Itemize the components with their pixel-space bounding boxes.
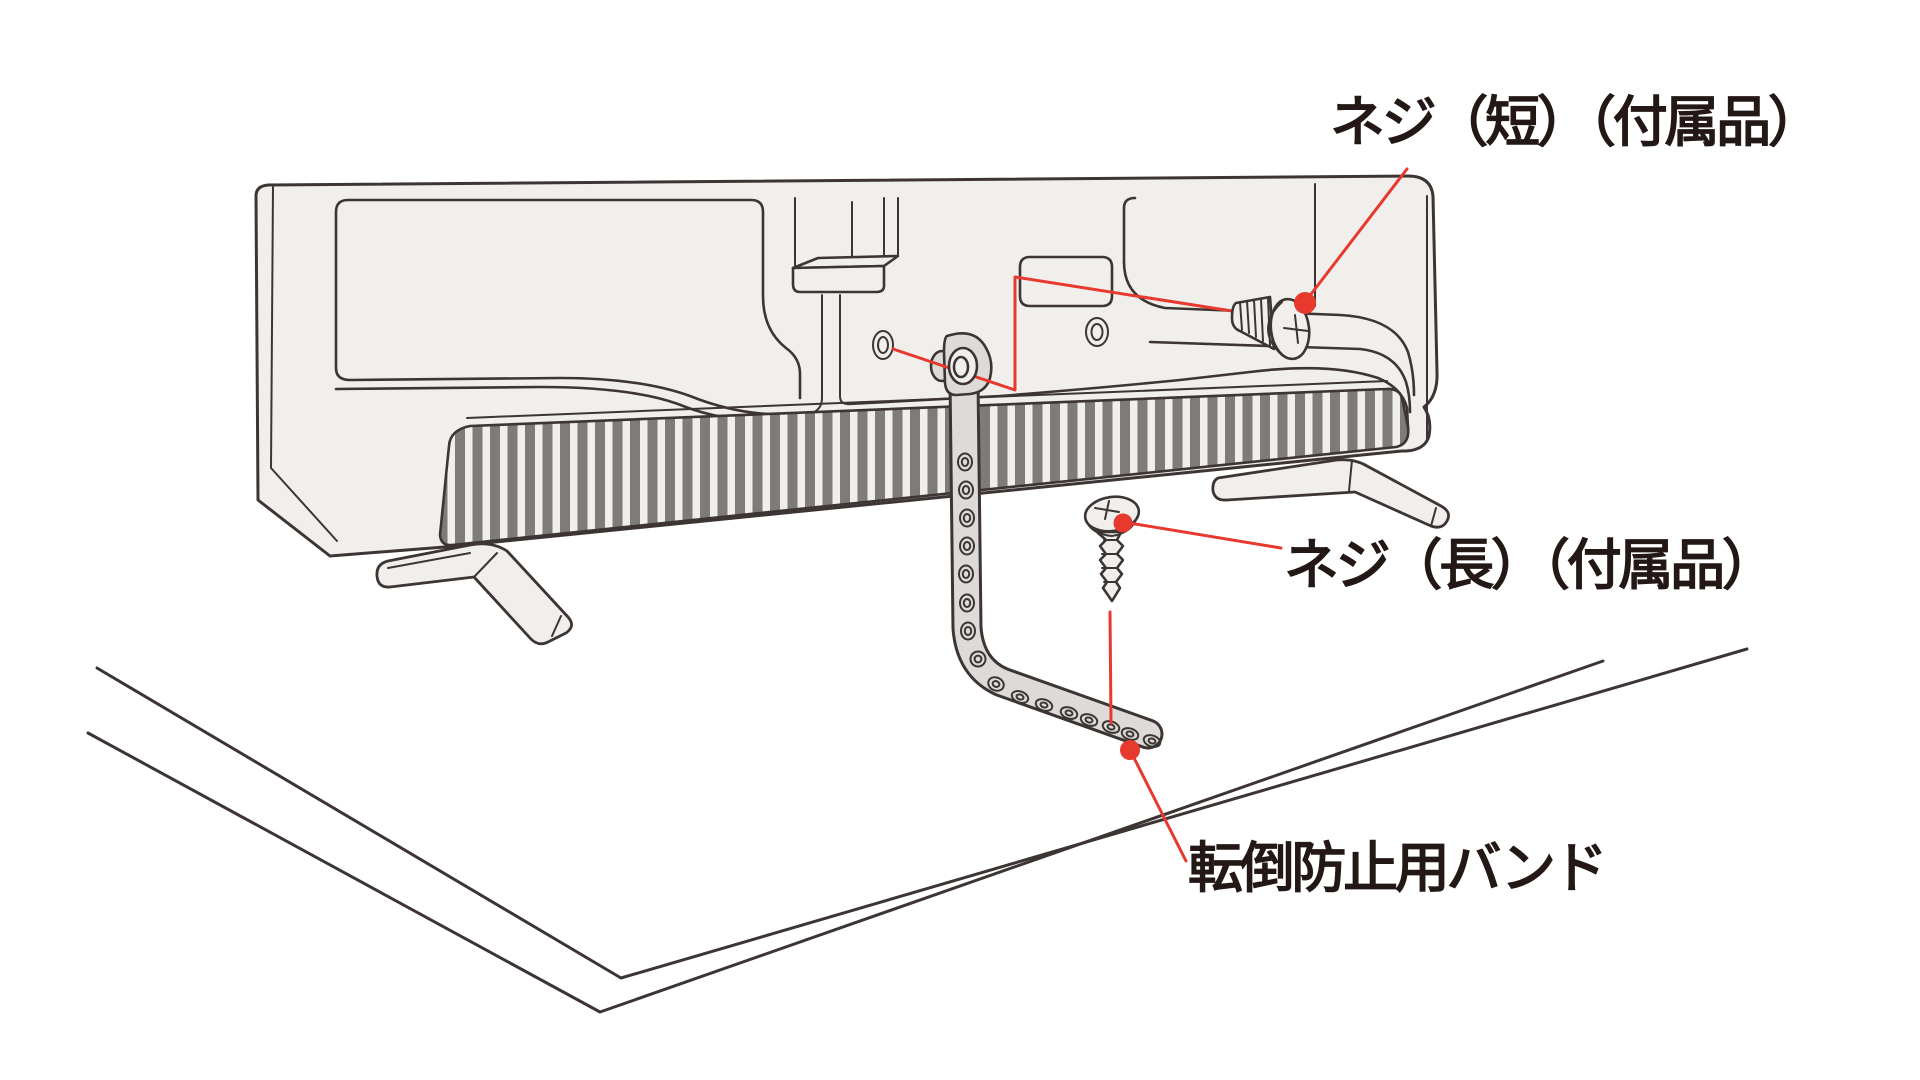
callout-label-screw-short: ネジ（短）（付属品） bbox=[1330, 91, 1823, 153]
long-screw-illustration bbox=[1083, 495, 1141, 603]
band-screw-hole-left bbox=[872, 330, 894, 360]
tv-stand-leg-left bbox=[375, 542, 573, 646]
band-screw-hole-right bbox=[1085, 317, 1109, 347]
short-screw-illustration bbox=[1230, 295, 1311, 361]
leader-line-band-label bbox=[1128, 748, 1188, 863]
phillips-cross-icon bbox=[1094, 500, 1120, 520]
callout-dot-short-screw bbox=[1294, 292, 1316, 314]
callout-label-band: 転倒防止用バンド bbox=[1188, 837, 1608, 899]
channel-shelf-front bbox=[791, 264, 886, 294]
leader-line-screw-tip-to-band-hole bbox=[1108, 610, 1113, 725]
tv-label-plate bbox=[1018, 255, 1114, 308]
callout-dot-band bbox=[1120, 740, 1140, 760]
tv-stand-leg-right bbox=[1211, 458, 1450, 529]
tv-cable-channel bbox=[791, 197, 900, 415]
red-leader-lines bbox=[1108, 167, 1409, 863]
speaker-grille bbox=[438, 380, 1410, 547]
callout-label-screw-long: ネジ（長）（付属品） bbox=[1284, 534, 1777, 596]
tv-back-body bbox=[254, 174, 1439, 558]
table-surface bbox=[86, 647, 1749, 1014]
band-grommet bbox=[947, 346, 979, 386]
callout-dot-long-screw bbox=[1113, 513, 1133, 533]
leader-line-short-screw-label bbox=[1303, 167, 1409, 304]
leader-line-long-screw-label bbox=[1121, 520, 1283, 550]
phillips-cross-icon bbox=[1283, 314, 1309, 344]
band-holes bbox=[957, 452, 1162, 748]
tv-recess-panel-right bbox=[1122, 183, 1428, 441]
